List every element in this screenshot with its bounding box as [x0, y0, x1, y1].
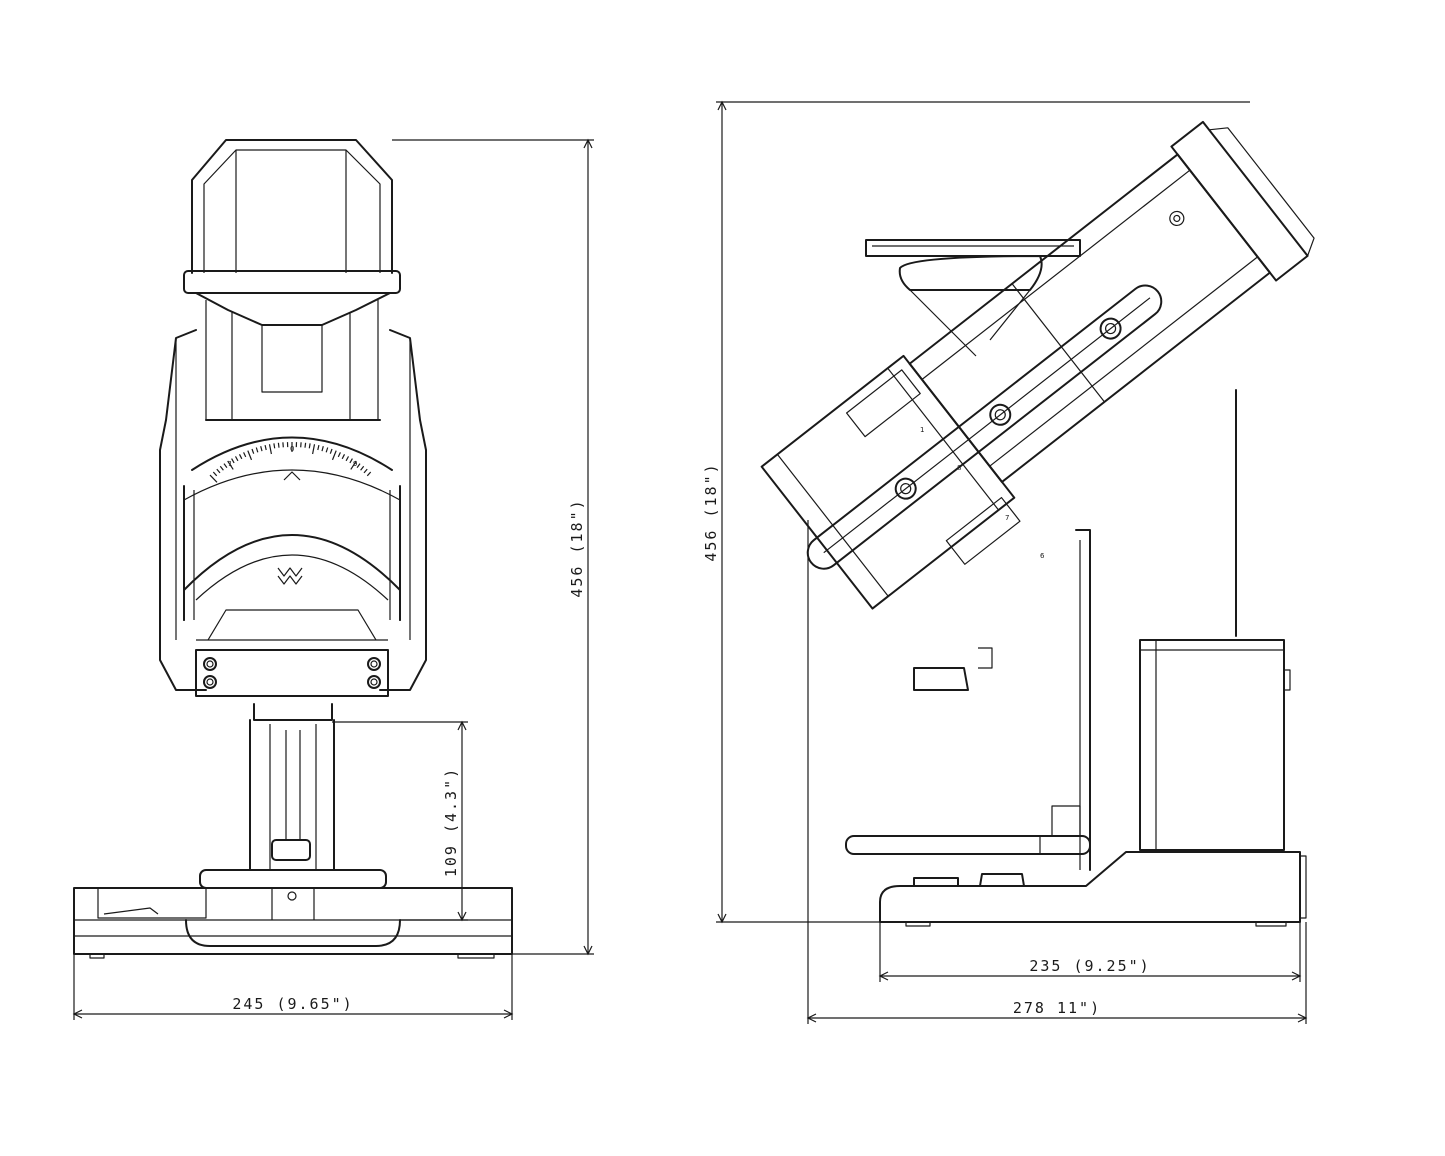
side-dial-mark-1: 1: [920, 426, 924, 434]
side-base-dimension: [878, 922, 1302, 982]
front-motor-housing: [191, 139, 393, 274]
side-base-label: 235 (9.25"): [1029, 957, 1150, 975]
front-view: 1 0 9: [72, 138, 594, 1020]
front-dial-ticks: [209, 442, 372, 483]
front-right-cheek: [379, 329, 427, 691]
front-dial-ring: [191, 436, 393, 471]
front-column: [249, 703, 335, 871]
front-height-dimension: [392, 138, 594, 956]
side-height-label: 456 (18"): [702, 462, 720, 561]
front-base: [73, 887, 513, 955]
front-upper-body: [195, 292, 391, 326]
brand-logo-icon: [277, 567, 303, 585]
front-column-dimension: [332, 720, 468, 922]
front-arch: [183, 534, 401, 621]
front-width-label: 245 (9.65"): [232, 995, 353, 1013]
side-tower: [1139, 639, 1285, 851]
front-mount-plate: [195, 649, 389, 697]
side-base: [879, 851, 1301, 923]
front-column-label: 109 (4.3"): [442, 767, 460, 877]
front-collar: [183, 270, 401, 294]
front-cup-tray: [199, 869, 387, 889]
front-dial-mark-0: 0: [290, 445, 294, 453]
front-dial-mark-1: 1: [228, 460, 232, 468]
side-overall-dimension: [806, 520, 1308, 1024]
front-dial-mark-9: 9: [353, 460, 357, 468]
side-column: [1075, 389, 1237, 871]
side-overall-label: 278 11"): [1013, 999, 1101, 1017]
side-hopper: [865, 239, 1081, 257]
side-motor-assembly: [760, 120, 1315, 610]
side-cup-tray: [845, 835, 1091, 855]
side-view: 1 8 7 6 456 (18"): [702, 100, 1315, 1024]
side-dial-mark-8: 8: [957, 464, 961, 472]
side-dial-mark-7: 7: [1005, 514, 1009, 522]
front-bolts: [203, 657, 381, 689]
front-height-label: 456 (18"): [568, 498, 586, 597]
front-column-button: [271, 839, 311, 861]
side-height-dimension: [716, 100, 1250, 924]
side-dial-mark-6: 6: [1040, 552, 1045, 560]
front-width-dimension: [72, 954, 514, 1020]
